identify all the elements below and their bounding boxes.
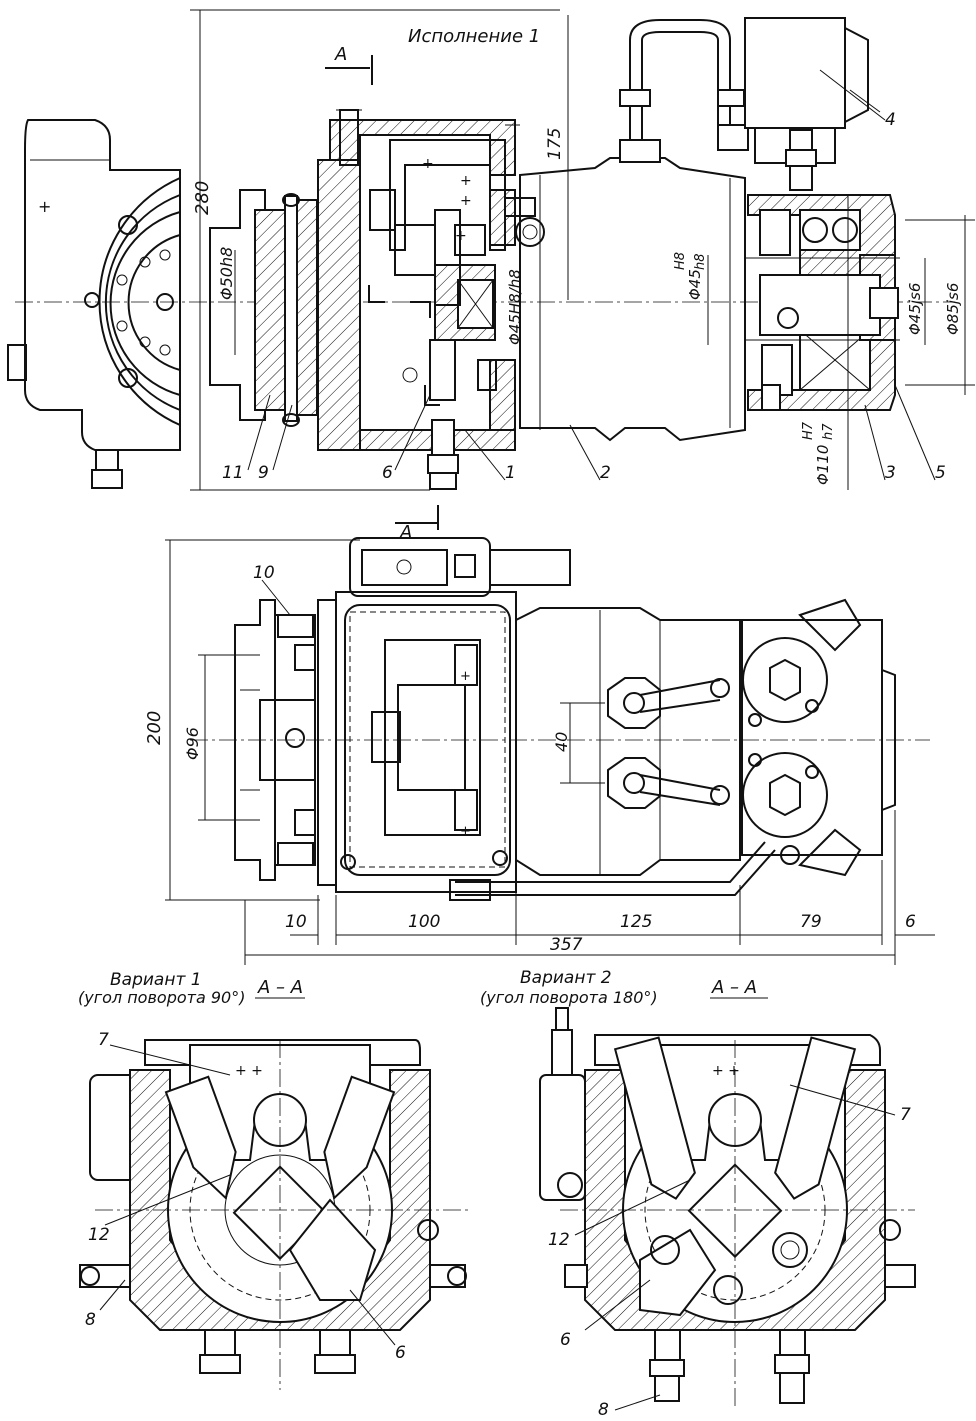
callout-10: 10 — [253, 563, 275, 583]
svg-text:+ +: + + — [712, 1063, 740, 1079]
callout-6-v1: 6 — [395, 1343, 406, 1363]
dim-d45: Φ45 — [686, 269, 704, 300]
dim-10: 10 — [285, 912, 307, 932]
svg-text:+: + — [38, 197, 51, 216]
dim-d45js6: Φ45js6 — [906, 283, 924, 335]
svg-text:+: + — [455, 228, 467, 244]
variant1-section: А – А — [257, 977, 303, 998]
dim-79: 79 — [800, 912, 822, 932]
dim-175: 175 — [545, 128, 565, 160]
svg-text:+: + — [460, 173, 472, 189]
callout-8: 8 — [85, 1310, 96, 1330]
variant2-note: (угол поворота 180°) — [480, 988, 658, 1007]
svg-text:+: + — [460, 824, 471, 839]
section-variant-2: Вариант 2 (угол поворота 180°) А – А — [480, 968, 916, 1420]
callout-2: 2 — [600, 463, 611, 483]
callout-11: 11 — [222, 463, 244, 483]
dim-200: 200 — [144, 711, 165, 745]
motor-body — [504, 19, 749, 442]
fit-h8-lower: h8 — [693, 253, 708, 270]
variant1-note: (угол поворота 90°) — [78, 988, 245, 1007]
valve-solenoid — [744, 17, 886, 191]
coupling — [209, 189, 318, 427]
housing: + + + + — [317, 109, 520, 490]
callout-8-v2: 8 — [598, 1400, 609, 1420]
dim-d50: Φ50h8 — [217, 247, 236, 300]
dim-d45-fit: Φ45H8/h8 — [506, 269, 524, 345]
left-end-view: + — [7, 119, 181, 489]
dim-357: 357 — [550, 935, 583, 955]
fit-h7-upper: H7 — [801, 421, 816, 440]
svg-text:+: + — [460, 669, 471, 684]
execution-title: Исполнение 1 — [408, 26, 540, 47]
dim-125: 125 — [620, 912, 652, 932]
dim-40: 40 — [552, 732, 571, 752]
callout-1: 1 — [505, 463, 516, 483]
section-mark-a: А — [334, 44, 347, 65]
callout-9: 9 — [258, 463, 269, 483]
fit-h7-lower: h7 — [821, 423, 836, 440]
variant1-title: Вариант 1 — [110, 970, 202, 990]
callout-4: 4 — [885, 110, 896, 130]
dim-280: 280 — [192, 181, 213, 215]
callout-3: 3 — [885, 463, 896, 483]
callout-6-v2: 6 — [560, 1330, 571, 1350]
dim-d110: Φ110 — [814, 445, 832, 485]
section-mark-a-mid: А — [399, 522, 412, 543]
callout-7: 7 — [98, 1030, 109, 1050]
dim-100: 100 — [408, 912, 440, 932]
dim-6: 6 — [905, 912, 916, 932]
callout-12: 12 — [88, 1225, 110, 1245]
callout-6-top: 6 — [382, 463, 393, 483]
svg-text:+: + — [422, 156, 434, 172]
svg-text:+: + — [460, 193, 472, 209]
top-view: + 280 Исполнение 1 А Φ50h8 — [7, 9, 975, 491]
plan-view: А 200 Φ96 + + — [144, 505, 935, 965]
bearing-assembly — [707, 194, 975, 490]
dim-d85js6: Φ85js6 — [944, 283, 962, 335]
dim-d96: Φ96 — [183, 727, 202, 760]
callout-7-v2: 7 — [900, 1105, 911, 1125]
callout-5: 5 — [935, 463, 946, 483]
section-variant-1: Вариант 1 (угол поворота 90°) А – А + + … — [78, 970, 470, 1390]
callout-12-v2: 12 — [548, 1230, 570, 1250]
fit-h8-upper: H8 — [673, 252, 688, 270]
variant2-title: Вариант 2 — [520, 968, 612, 988]
svg-text:+ +: + + — [235, 1063, 263, 1079]
variant2-section: А – А — [711, 977, 757, 998]
